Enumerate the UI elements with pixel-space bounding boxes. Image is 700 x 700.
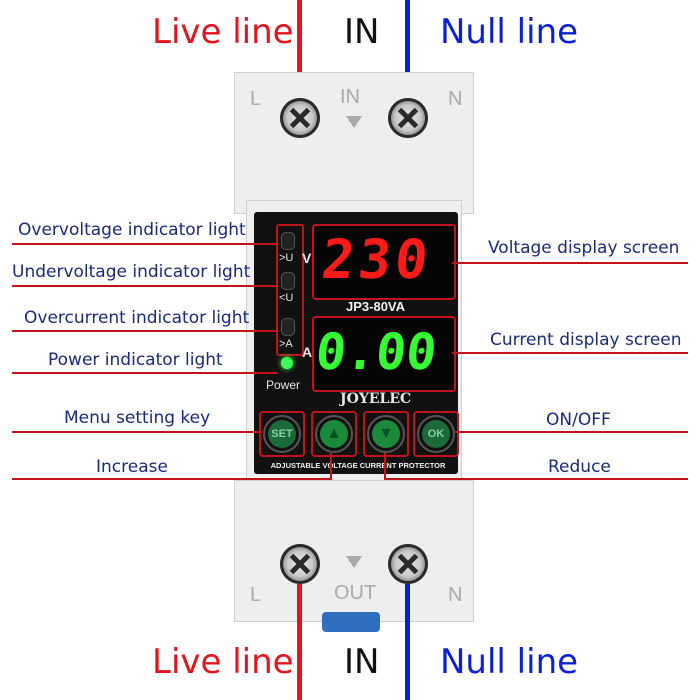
ok-button[interactable]: OK [417,415,455,453]
reduce-button[interactable]: ▼ [367,415,405,453]
screw-icon-top-right [388,98,428,138]
terminal-label-top-right: N [448,88,463,110]
up-arrow-icon: ▲ [320,420,348,448]
din-clip [322,612,380,632]
leader-overcurrent [12,330,278,332]
callout-voltage-display: Voltage display screen [488,238,680,258]
null-line-label-top: Null line [440,12,579,52]
footer-label: ADJUSTABLE VOLTAGE CURRENT PROTECTOR [270,461,446,470]
leader-undervoltage [12,285,278,287]
leader-on-off [455,431,688,433]
reduce-button-frame [363,411,409,457]
live-wire-bottom [297,584,302,700]
leader-power [12,372,278,374]
callout-overvoltage: Overvoltage indicator light [18,220,246,240]
in-label-top: IN [344,12,380,52]
terminal-label-bottom-right: N [448,584,463,606]
set-button-frame [259,411,305,457]
callout-increase: Increase [96,457,168,477]
terminal-label-bottom-center: OUT [334,582,377,604]
terminal-label-top-center: IN [340,86,360,108]
callout-current-display: Current display screen [490,330,682,350]
leader-reduce-riser [384,453,386,480]
leader-overvoltage [12,243,278,245]
power-indicator-label: Power [266,378,301,392]
down-arrow-icon-bottom [346,556,362,568]
increase-button[interactable]: ▲ [315,415,353,453]
null-line-label-bottom: Null line [440,642,579,682]
null-wire-bottom [405,584,410,700]
callout-power: Power indicator light [48,350,223,370]
current-display [312,316,456,392]
leader-reduce [384,478,688,480]
voltage-unit: V [302,250,312,266]
ok-button-label: OK [422,420,450,448]
leader-menu-key [12,431,262,433]
overcurrent-indicator-label: >A [279,338,293,350]
power-indicator [281,357,293,369]
increase-button-frame [311,411,357,457]
down-arrow-icon-top [346,116,362,128]
in-label-bottom: IN [344,642,380,682]
live-wire-top [297,0,302,98]
terminal-label-bottom-left: L [250,584,262,606]
screw-icon-top-left [280,98,320,138]
device-body-bottom [234,480,474,622]
leader-voltage-display [452,262,688,264]
callout-undervoltage: Undervoltage indicator light [12,262,251,282]
undervoltage-indicator-label: <U [279,292,294,304]
leader-current-display [452,352,688,354]
current-unit: A [302,344,313,360]
terminal-label-top-left: L [250,88,262,110]
leader-increase [12,478,332,480]
voltage-reading: 230 [318,228,435,291]
live-line-label-bottom: Live line [152,642,294,682]
overvoltage-indicator [281,232,295,250]
null-wire-top [405,0,410,98]
callout-reduce: Reduce [548,457,611,477]
indicator-frame [276,224,304,356]
callout-on-off: ON/OFF [546,410,611,430]
screw-icon-bottom-right [388,544,428,584]
model-label: JP3-80VA [346,299,406,314]
undervoltage-indicator [281,272,295,290]
ok-button-frame [413,411,459,457]
callout-menu-key: Menu setting key [64,408,211,428]
overcurrent-indicator [281,318,295,336]
callout-overcurrent: Overcurrent indicator light [24,308,250,328]
live-line-label-top: Live line [152,12,294,52]
overvoltage-indicator-label: >U [279,252,294,264]
current-reading: 0.00 [312,323,440,381]
set-button-label: SET [268,420,296,448]
down-arrow-icon: ▼ [372,420,400,448]
screw-icon-bottom-left [280,544,320,584]
set-button[interactable]: SET [263,415,301,453]
brand-logo: JOYELEC [340,391,412,407]
leader-increase-riser [330,453,332,480]
